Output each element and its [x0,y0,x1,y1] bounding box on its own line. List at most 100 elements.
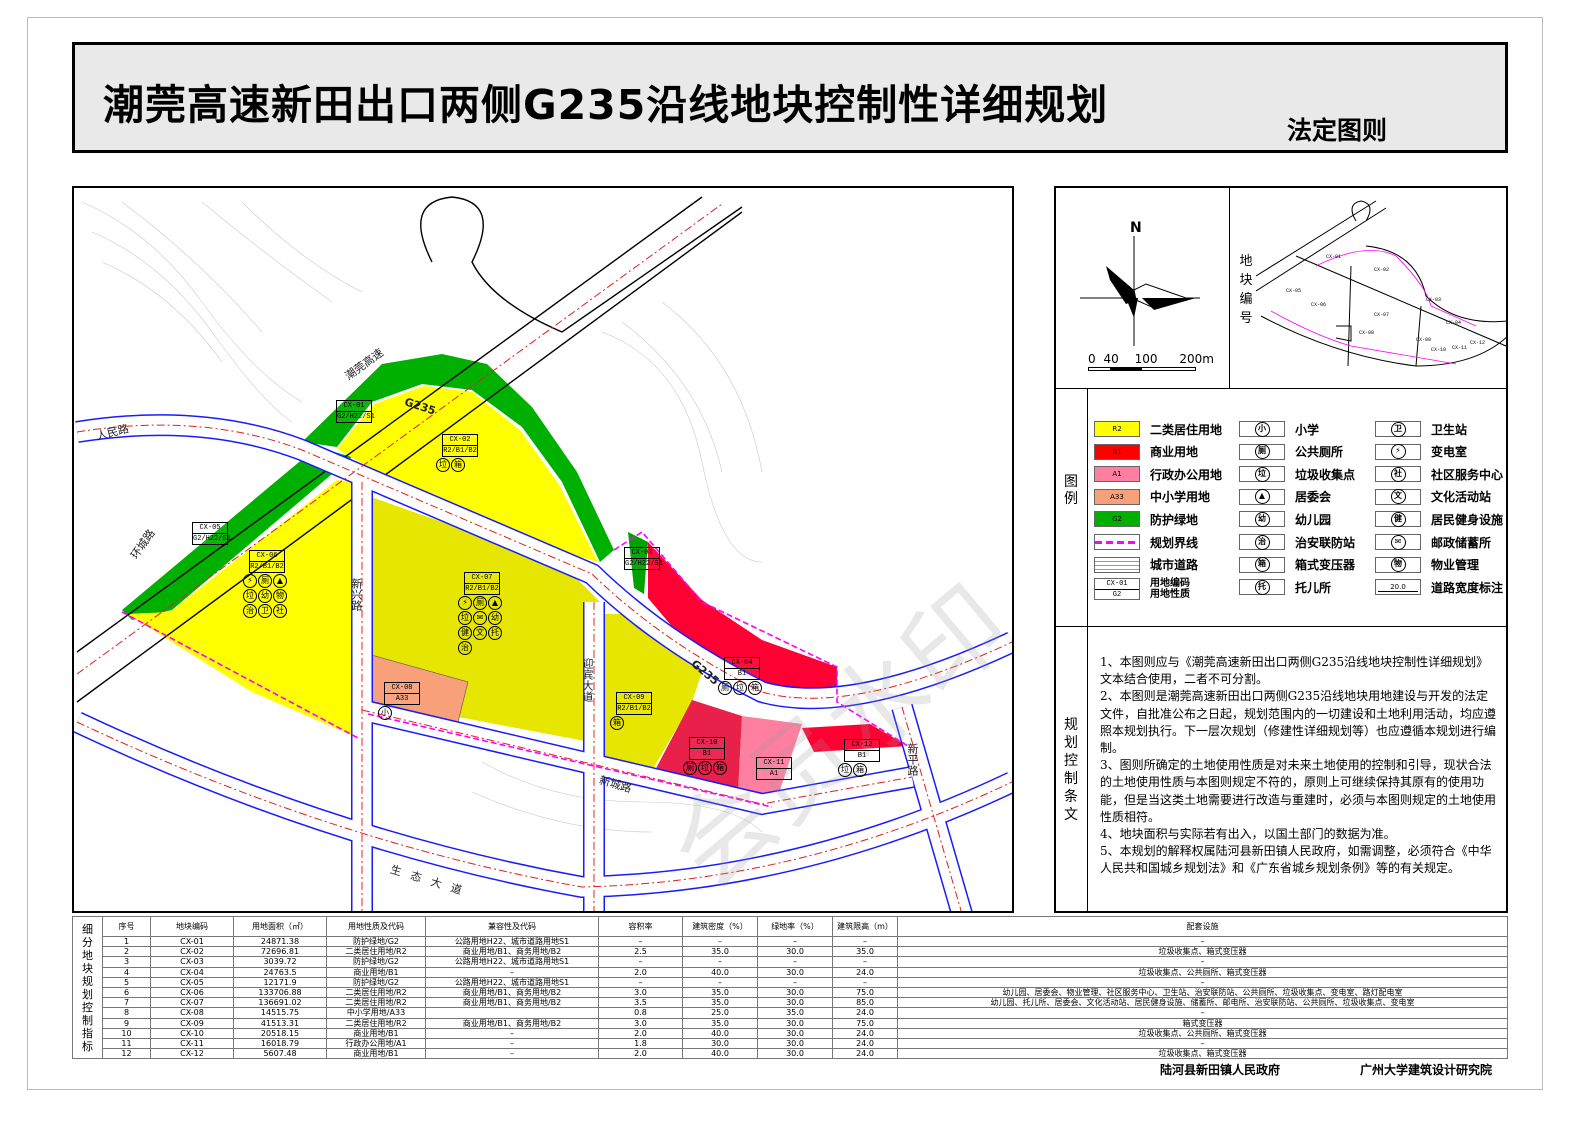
facility-icon: 箱 [610,716,624,730]
facility-icons: 厕垃箱 [718,681,766,695]
parcel-use: R2/B1/B2 [617,703,651,713]
road-label-xinxing: 新兴路 [350,578,363,611]
table-cell: 30.0 [757,986,833,999]
table-header: 建筑密度（%） [682,916,758,937]
parcel-code: CX-12 [851,741,873,749]
facility-icon: 托 [1254,579,1270,595]
facility-icon: 治 [458,641,472,655]
table-cell: 75.0 [832,986,898,999]
table-cell: 3 [102,956,151,968]
parcel-cx-02[interactable] [337,386,598,562]
facility-icon: ▲ [273,574,287,588]
facility-icon-box: 幼 [1239,511,1285,528]
legend-label: 邮政储蓄所 [1431,535,1492,550]
table-cell [425,1007,599,1019]
road-swatch [1094,556,1140,573]
table-cell: 防护绿地/G2 [326,976,426,988]
table-cell: 30.0 [757,997,833,1009]
facility-icon: 垃 [458,611,472,625]
road-width-icon: 20.0 [1378,583,1418,592]
facility-icon: 厕 [258,574,272,588]
road-label-xinping: 新平路 [906,743,919,776]
table-cell: 公路用地H22、城市道路用地S1 [425,935,599,948]
table-cell: – [425,1048,599,1060]
parcel-code: CX-11 [763,759,785,767]
facility-icon-box: 箱 [1239,556,1285,573]
facility-icon: 社 [273,604,287,618]
scale-label: 40 [1103,352,1119,366]
clauses-text: 1、本图则应与《潮莞高速新田出口两侧G235沿线地块控制性详细规划》文本结合使用… [1100,654,1498,878]
table-header: 配套设施 [897,916,1508,937]
legend-item-facility: 箱箱式变压器 [1239,556,1355,574]
north-label: N [1130,220,1142,236]
table-cell: 5607.48 [233,1048,327,1060]
facility-icon: 文 [473,626,487,640]
facility-icon: 幼 [258,589,272,603]
parcel-cx-06[interactable] [127,480,358,738]
parcel-cx-11[interactable] [738,716,802,808]
parcel-code: CX-10 [696,739,718,747]
parcel-use: B1 [725,668,759,679]
table-cell: 商业用地/B1、商务用地/B2 [425,1017,599,1029]
footer-institute: 广州大学建筑设计研究院 [1360,1063,1493,1077]
table-cell: 30.0 [682,1037,758,1050]
page-title: 潮莞高速新田出口两侧G235沿线地块控制性详细规划 [103,81,1109,129]
facility-icon: 卫 [1390,421,1406,437]
table-cell: 3.5 [598,997,683,1009]
table-cell: 30.0 [757,946,833,958]
parcel-code: CX-06 [256,552,278,560]
table-cell: 垃圾收集点、箱式变压器 [897,946,1508,958]
legend-item-facility: 小小学 [1239,420,1319,438]
parcel-cx-12[interactable] [802,724,908,752]
code-sample-labels: 用地编码用地性质 [1150,578,1190,600]
legend-item-facility: 治治安联防站 [1239,533,1355,551]
facility-icon-box: 社 [1375,466,1421,483]
facility-icon: 卫 [258,604,272,618]
table-cell: 35.0 [682,997,758,1009]
table-cell: 垃圾收集点、公共厕所、箱式变压器 [897,1027,1508,1039]
facility-icon: 健 [458,626,472,640]
landuse-swatch: R2 [1094,421,1140,437]
facility-icons: 小 [378,706,426,720]
parcel-code: CX-01 [343,402,365,410]
table-cell: 6 [102,986,151,999]
table-cell: 商业用地/B1 [326,1027,426,1039]
table-cell: 幼儿园、托儿所、居委会、文化活动站、居民健身设施、储蓄所、邮电所、治安联防站、公… [897,997,1508,1009]
facility-icon-box: ▲ [1239,488,1285,505]
table-cell: CX-08 [150,1007,234,1019]
table-cell: CX-10 [150,1027,234,1039]
table-cell: 85.0 [832,997,898,1009]
parcel-key-map: CX-01 CX-02 CX-03 CX-04 CX-05 CX-06 CX-0… [1256,200,1508,367]
table-cell: – [598,976,683,988]
legend-item-landuse: 城市道路 [1094,556,1198,574]
facility-icon: 厕 [473,596,487,610]
table-cell: 0.8 [598,1007,683,1019]
legend-label: 垃圾收集点 [1295,467,1356,482]
legend-item-facility: ✉邮政储蓄所 [1375,533,1491,551]
legend-label: 箱式变压器 [1295,558,1356,573]
legend-label: 防护绿地 [1150,512,1199,527]
facility-icon: 小 [1254,421,1270,437]
facility-icon-box: 20.0 [1375,579,1421,596]
parcel-use: A1 [757,768,791,779]
parcel-code: CX-02 [449,436,471,444]
table-cell: 40.0 [682,1048,758,1060]
parcel-cx-01[interactable] [302,354,614,562]
table-cell: 72696.81 [233,946,327,958]
parcel-cx-04[interactable] [648,542,837,702]
table-cell: – [897,1007,1508,1019]
table-cell: 133706.88 [233,986,327,999]
facility-icon-box: 垃 [1239,466,1285,483]
scale-label: 0 [1088,352,1096,366]
facility-icon: 垃 [698,761,712,775]
